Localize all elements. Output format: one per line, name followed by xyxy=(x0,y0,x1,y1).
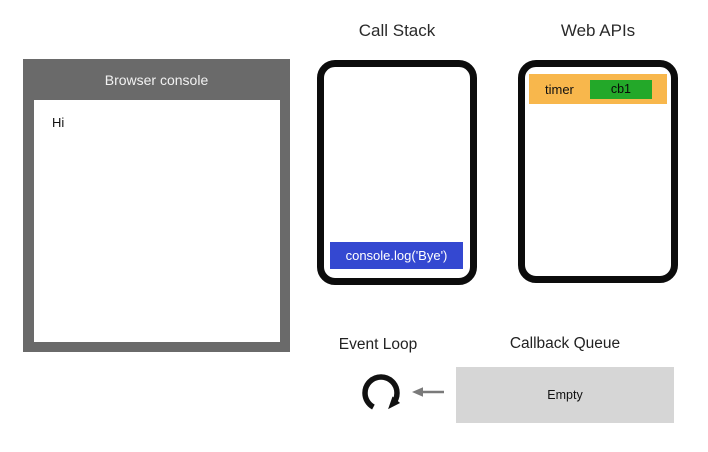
callback-queue-box: Empty xyxy=(456,367,674,423)
left-arrow-icon xyxy=(412,387,444,397)
callback-queue-state: Empty xyxy=(547,388,583,402)
console-log-line: Hi xyxy=(52,115,65,130)
callback-chip: cb1 xyxy=(589,79,652,99)
callback-queue-title: Callback Queue xyxy=(509,335,621,352)
browser-console-output: Hi xyxy=(34,100,280,342)
call-stack-box: console.log('Bye') xyxy=(317,60,477,285)
browser-console-title: Browser console xyxy=(104,71,209,88)
browser-console-panel: Browser console Hi xyxy=(23,59,290,352)
call-stack-frame: console.log('Bye') xyxy=(330,242,463,269)
web-apis-box: timer cb1 xyxy=(518,60,678,283)
timer-label: timer xyxy=(545,81,574,97)
call-stack-title: Call Stack xyxy=(358,21,436,40)
event-loop-title: Event Loop xyxy=(338,336,418,353)
loop-arrow-icon xyxy=(362,374,401,412)
web-apis-title: Web APIs xyxy=(560,21,636,40)
web-api-timer-item: timer cb1 xyxy=(529,74,667,104)
